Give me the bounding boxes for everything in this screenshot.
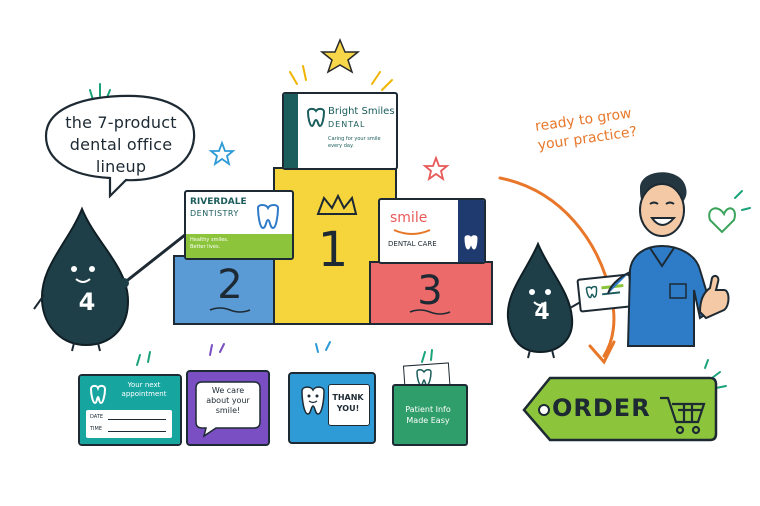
card-sub: DENTAL — [328, 120, 366, 129]
card-sub: DENTISTRY — [190, 209, 239, 218]
card-stripe — [458, 200, 484, 262]
podium-rank-third: 3 — [417, 268, 443, 314]
left-mascot — [33, 206, 191, 352]
crown-icon — [316, 193, 358, 215]
arrow-head-icon — [588, 340, 616, 365]
speech-bubble-text: the 7-product dental office lineup — [65, 113, 177, 176]
podium — [173, 167, 493, 325]
card-brand: Bright Smiles — [328, 106, 395, 117]
product-folder: Patient Info Made Easy — [392, 362, 468, 446]
star-icon — [422, 155, 450, 182]
tooth-icon — [89, 384, 107, 405]
tooth-icon — [256, 204, 280, 230]
star-icon — [319, 38, 361, 74]
order-label[interactable]: ORDER — [552, 394, 651, 422]
appointment-title: Your next appointment — [121, 381, 167, 398]
card-tagline: Healthy smiles. Better lives. — [190, 237, 229, 250]
order-tag[interactable] — [520, 374, 720, 446]
speech-bubble — [44, 94, 196, 199]
card-bright-smiles: Bright Smiles DENTAL Caring for your smi… — [282, 92, 398, 170]
podium-rank-second: 2 — [217, 262, 243, 308]
heart-icon — [708, 207, 736, 234]
product-appointment-card: Your next appointment DATE TIME — [78, 374, 182, 446]
smile-icon — [393, 229, 431, 235]
card-riverdale: RIVERDALE DENTISTRY Healthy smiles. Bett… — [184, 190, 294, 260]
podium-block-third — [369, 261, 493, 325]
right-mascot — [506, 241, 585, 359]
left-mascot-number: 4 — [78, 288, 96, 316]
card-sub: DENTAL CARE — [388, 240, 437, 248]
card-smile: smile DENTAL CARE — [378, 198, 486, 264]
tooth-mascot-icon — [301, 386, 325, 415]
product-thank-you-card: THANK YOU! — [288, 372, 376, 444]
speech-card-text: We care about your smile! — [206, 386, 250, 415]
star-icon — [208, 140, 236, 167]
right-mascot-number: 4 — [534, 300, 550, 325]
card-green-band — [186, 234, 292, 258]
card-brand: RIVERDALE — [190, 197, 247, 207]
card-brand: smile — [390, 210, 428, 226]
sparkle-lines — [89, 83, 751, 389]
handed-card — [576, 273, 634, 313]
appointment-time-label: TIME — [90, 426, 103, 432]
sparkle-lines — [289, 65, 393, 91]
tooth-icon — [306, 107, 326, 128]
thank-you-text: THANK YOU! — [332, 393, 364, 413]
card-tagline: Caring for your smile every day. — [328, 136, 381, 149]
man-illustration — [607, 172, 730, 347]
card-stripe — [284, 94, 298, 168]
sparkle-lines — [209, 343, 225, 356]
bubble-shape — [195, 381, 261, 438]
product-speech-card: We care about your smile! — [186, 370, 270, 446]
folder-text: Patient Info Made Easy — [405, 405, 451, 425]
tooth-icon — [585, 285, 598, 299]
sparkle-lines — [315, 341, 331, 353]
podium-rank-first: 1 — [317, 222, 349, 278]
tooth-icon — [464, 235, 478, 250]
appointment-date-label: DATE — [90, 414, 104, 420]
cart-icon — [660, 396, 706, 435]
